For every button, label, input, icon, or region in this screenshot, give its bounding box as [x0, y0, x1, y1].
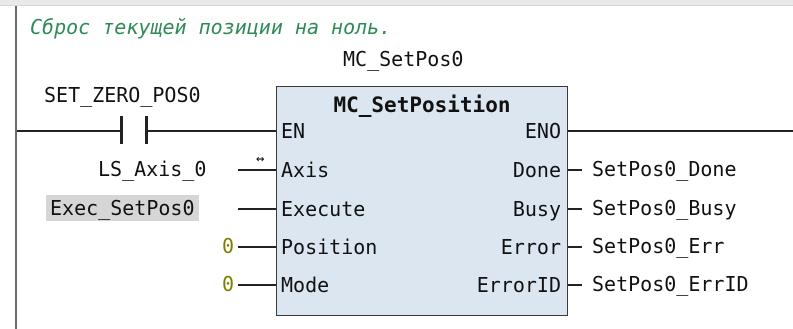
pin-axis: Axis	[281, 158, 330, 182]
errorid-output-variable[interactable]: SetPos0_ErrID	[592, 272, 749, 296]
execute-input-wire	[238, 208, 276, 210]
pin-busy: Busy	[512, 197, 561, 221]
block-instance-name[interactable]: MC_SetPos0	[343, 47, 464, 71]
pin-mode: Mode	[281, 273, 330, 297]
editor-top-border	[0, 0, 793, 6]
mode-input-constant[interactable]: 0	[222, 272, 235, 296]
function-block-mc-setposition[interactable]: MC_SetPosition EN Axis Execute Position …	[276, 86, 568, 316]
pin-en: EN	[281, 119, 306, 143]
contact-variable-label[interactable]: SET_ZERO_POS0	[44, 83, 201, 107]
contact-left-bar[interactable]	[120, 116, 123, 144]
pin-error: Error	[500, 235, 561, 259]
pin-eno: ENO	[524, 119, 561, 143]
pin-position: Position	[281, 235, 378, 259]
mode-input-wire	[238, 284, 276, 286]
error-output-wire	[568, 246, 582, 248]
done-output-wire	[568, 169, 582, 171]
bidirectional-arrow-icon: ↔	[256, 151, 265, 167]
busy-output-wire	[568, 208, 582, 210]
axis-input-wire	[238, 169, 276, 171]
pin-execute: Execute	[281, 197, 366, 221]
rung-comment[interactable]: Сброс текущей позиции на ноль.	[30, 15, 392, 39]
pin-done: Done	[512, 158, 561, 182]
error-output-variable[interactable]: SetPos0_Err	[592, 234, 725, 258]
done-output-variable[interactable]: SetPos0_Done	[592, 157, 737, 181]
left-power-rail	[15, 6, 17, 329]
axis-input-variable[interactable]: LS_Axis_0	[98, 157, 207, 181]
execute-input-variable[interactable]: Exec_SetPos0	[46, 195, 199, 221]
busy-output-variable[interactable]: SetPos0_Busy	[592, 196, 737, 220]
eno-wire	[568, 130, 793, 132]
position-input-constant[interactable]: 0	[222, 234, 235, 258]
position-input-wire	[238, 246, 276, 248]
block-type-name: MC_SetPosition	[333, 93, 511, 117]
en-wire-right	[148, 130, 276, 132]
pin-errorid: ErrorID	[476, 273, 561, 297]
en-wire-left	[17, 130, 120, 132]
errorid-output-wire	[568, 284, 582, 286]
contact-right-bar[interactable]	[145, 116, 148, 144]
